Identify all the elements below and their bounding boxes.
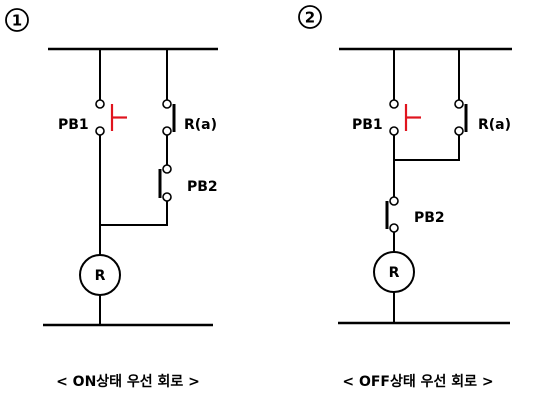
circuit-1-ra-terminal-top	[162, 99, 172, 109]
circuit-2-pb2-switch	[385, 196, 399, 233]
circuit-1: 1 PB1 R(a)	[5, 8, 218, 390]
circuit-1-pb2-label: PB2	[187, 179, 218, 195]
circuit-1-pb1-terminal-bottom	[95, 126, 105, 136]
circuit-2-number-badge: 2	[298, 5, 322, 29]
circuit-2-pb1-terminal-top	[389, 99, 399, 109]
circuit-1-ra-terminal-bottom	[162, 126, 172, 136]
circuit-2-caption: < OFF상태 우선 회로 >	[342, 374, 493, 390]
circuit-2-pb2-terminal-top	[389, 196, 399, 206]
circuit-1-pb2-switch	[158, 164, 172, 202]
circuit-2-number: 2	[305, 9, 315, 27]
circuit-1-wire	[100, 201, 168, 226]
circuit-1-pb1-switch	[95, 99, 127, 136]
circuit-1-ra-contact	[162, 99, 176, 136]
circuit-2-pb1-terminal-bottom	[389, 126, 399, 136]
circuit-2-coil-label: R	[389, 265, 400, 281]
circuit-1-number-circle	[5, 8, 29, 32]
circuit-2-ra-label: R(a)	[478, 117, 511, 133]
circuit-1-pb2-terminal-top	[162, 164, 172, 174]
circuit-2-number-circle	[298, 5, 322, 29]
circuit-1-ra-label: R(a)	[184, 117, 217, 133]
circuit-2-pb2-label: PB2	[414, 210, 445, 226]
circuit-1-number: 1	[12, 12, 22, 30]
circuit-1-caption: < ON상태 우선 회로 >	[56, 374, 200, 390]
circuit-2-pb1-label: PB1	[352, 117, 383, 133]
circuit-2: 2 PB1 R(a) PB2 R	[298, 5, 512, 390]
circuit-2-ra-contact	[454, 99, 468, 136]
circuit-2-ra-terminal-bottom	[454, 126, 464, 136]
circuit-2-wire	[394, 135, 460, 161]
circuit-1-coil-label: R	[95, 268, 106, 284]
circuit-2-pb1-switch	[389, 99, 421, 136]
circuit-2-pb2-terminal-bottom	[389, 223, 399, 233]
circuit-2-ra-terminal-top	[454, 99, 464, 109]
circuit-1-pb2-terminal-bottom	[162, 192, 172, 202]
circuit-1-pb1-label: PB1	[58, 117, 89, 133]
circuit-1-number-badge: 1	[5, 8, 29, 32]
circuit-1-pb1-terminal-top	[95, 99, 105, 109]
